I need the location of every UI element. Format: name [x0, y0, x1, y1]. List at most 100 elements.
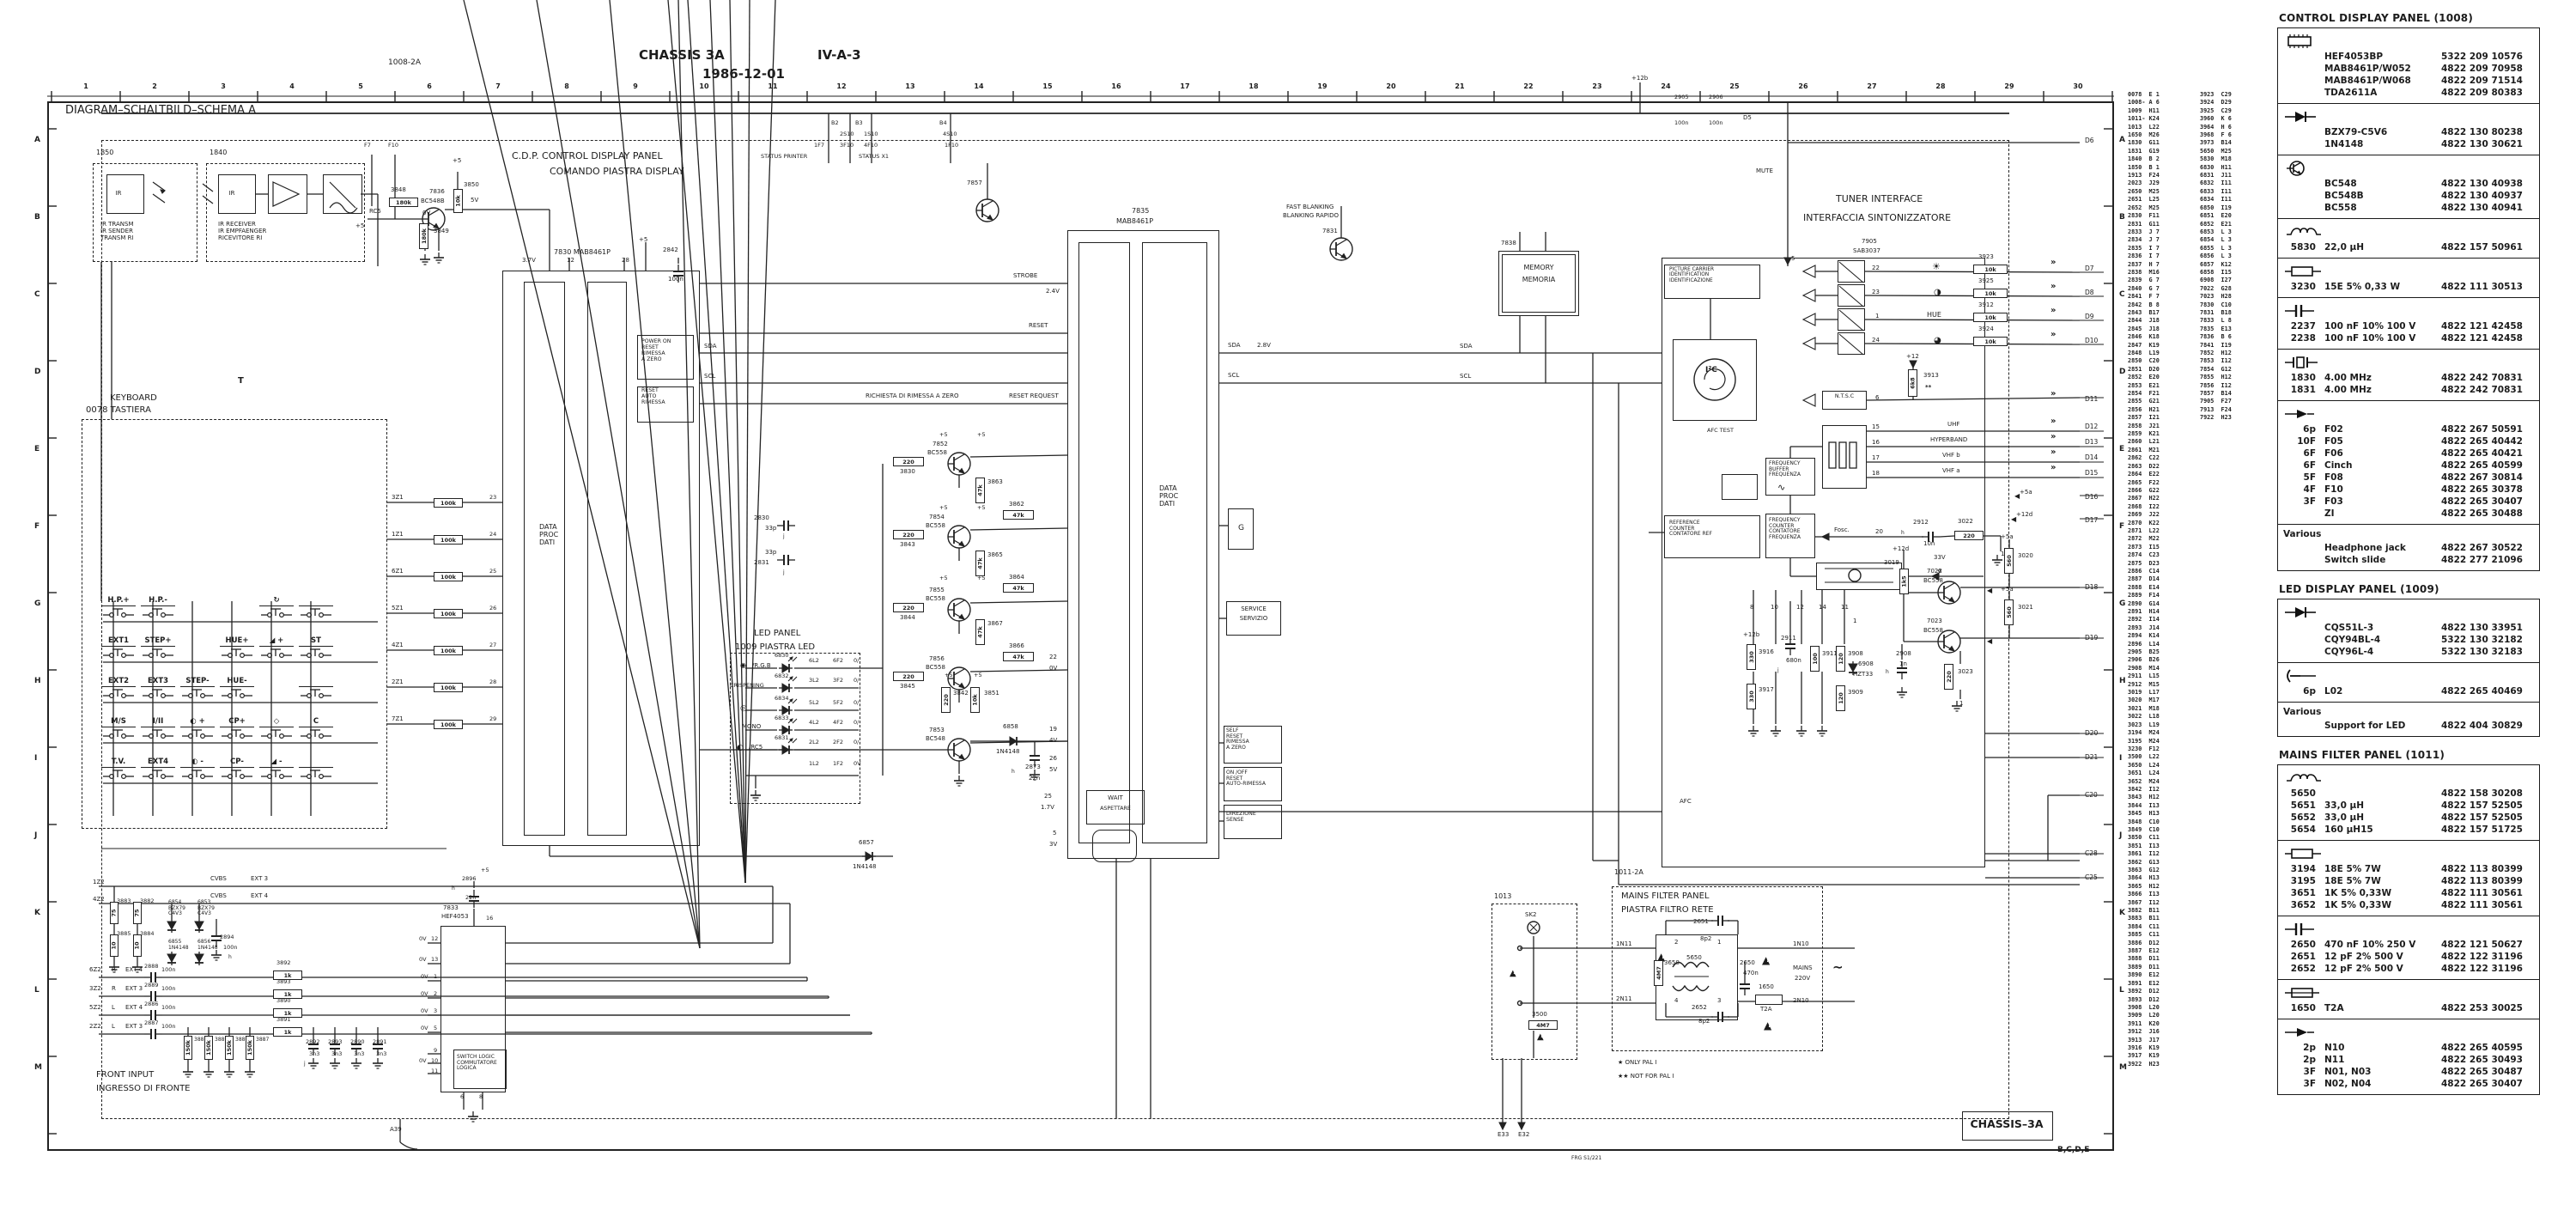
bus-pin-5Z1: 5Z1 — [392, 605, 404, 612]
key-label: ◐ + — [180, 717, 215, 727]
ruler-col-23: 23 — [1592, 82, 1602, 90]
schematic-label: 3L2 — [809, 677, 819, 684]
transistor-icon — [2283, 159, 2534, 178]
schematic-label: 1 — [1959, 700, 1964, 707]
schematic-label: 8p2 — [1698, 1018, 1710, 1025]
schematic-label: 3889 — [215, 1037, 228, 1043]
schematic-label: D6 — [2085, 137, 2094, 144]
rgb-icon: ◉ — [740, 661, 746, 669]
schematic-label: ★★ NOT FOR PAL I — [1618, 1073, 1674, 1080]
parts-value: 33,0 µH — [2324, 812, 2365, 823]
diode-icon — [2283, 107, 2534, 126]
schematic-label: 3 — [434, 1007, 438, 1014]
parts-qty — [2283, 720, 2324, 732]
parts-qty: 5652 — [2290, 812, 2316, 823]
schematic-label: ! — [1766, 957, 1770, 964]
schematic-label: 1009 PIASTRA LED — [735, 642, 816, 652]
component-value-box: 180k — [419, 223, 428, 249]
schematic-label: 0/ — [854, 699, 860, 706]
schematic-label: ▲ — [1764, 1019, 1772, 1031]
schematic-label: j — [1777, 667, 1779, 673]
parts-value: 1K 5% 0,33W — [2324, 888, 2392, 898]
schematic-label: 2842 — [663, 246, 678, 253]
schematic-label: 3 — [1717, 997, 1722, 1004]
parts-qty: 3F — [2303, 1079, 2316, 1089]
component-value-box: 10k — [1973, 337, 2008, 346]
parts-qty: 5650 — [2290, 788, 2316, 799]
schematic-label: 2831 — [754, 559, 769, 566]
chassis-label-box — [1962, 1111, 2053, 1141]
schematic-label: +5 — [481, 867, 489, 873]
parts-number: 4822 265 40595 — [2441, 1043, 2523, 1053]
parts-number: 5322 130 32183 — [2441, 647, 2523, 657]
schematic-label: +12 — [1906, 353, 1919, 360]
schematic-label: EXT 3 — [251, 875, 269, 882]
schematic-label: 2888 — [144, 963, 159, 970]
schematic-label: UHF — [1947, 421, 1960, 428]
schematic-label: 2 — [1674, 939, 1679, 946]
schematic-label: 6853 BZX79 C4V3 — [197, 899, 215, 917]
component-value: 75 — [134, 909, 142, 917]
row-letter-right-K: K — [2119, 909, 2125, 917]
schematic-label: ! — [1768, 1022, 1771, 1029]
parts-value: F10 — [2324, 484, 2343, 495]
schematic-label: 5 — [1791, 255, 1795, 262]
ruler-col-13: 13 — [905, 82, 915, 90]
schematic-label: VHF b — [1942, 452, 1960, 459]
schematic-label: BC558 — [926, 664, 945, 671]
schematic-label: 0V — [419, 1057, 427, 1064]
parts-value: 4.00 MHz — [2324, 373, 2372, 383]
schematic-label: » — [2050, 282, 2057, 291]
schematic-label: D15 — [2085, 469, 2099, 477]
schematic-label: ! — [1662, 953, 1665, 960]
component-value: 1k — [283, 971, 292, 979]
parts-number: 4822 130 30621 — [2441, 139, 2523, 149]
schematic-label: 3864 — [1009, 574, 1024, 581]
component-value-box: 220 — [1954, 531, 1984, 540]
component-value: 220 — [942, 694, 950, 706]
component-value-box: 100k — [434, 572, 463, 581]
schematic-label: G — [1238, 524, 1244, 532]
schematic-label: R — [112, 966, 116, 973]
component-value: 220 — [902, 531, 914, 538]
key-label: EXT4 — [141, 758, 175, 768]
component-value-box: 100k — [434, 683, 463, 692]
schematic-label: 6831 — [775, 734, 789, 741]
g-box — [1228, 508, 1254, 550]
ruler-col-20: 20 — [1386, 82, 1396, 90]
schematic-label: 7857 — [967, 179, 982, 186]
schematic-label: 4F10 — [864, 142, 878, 149]
parts-number: 4822 404 30829 — [2441, 721, 2523, 731]
schematic-label: 1F2 — [833, 760, 844, 767]
schematic-label: 6855 1N4148 — [168, 939, 189, 951]
sheet-code: IV-A-3 — [817, 47, 861, 63]
schematic-label: +5 — [974, 672, 982, 678]
schematic-label: ◀ — [1987, 637, 1993, 645]
component-value-box: 10k — [1973, 265, 2008, 274]
contrast-icon: ◑ — [1934, 288, 1941, 297]
schematic-label: C25 — [2085, 873, 2098, 881]
ic2-core-b — [1142, 242, 1207, 843]
schematic-label: 1S10 — [864, 131, 878, 137]
schematic-label: RESET AUTO RIMESSA — [641, 387, 665, 405]
parts-number: 5322 209 10576 — [2441, 52, 2523, 62]
schematic-label: 0078 TASTIERA — [86, 405, 151, 415]
schematic-label: 3F2 — [833, 677, 844, 684]
keyboard-key-r4c5 — [299, 758, 333, 785]
schematic-label: 100n — [1674, 119, 1689, 126]
schematic-label: B4 — [939, 119, 947, 126]
keyboard-key-EXT1: EXT1 — [101, 636, 136, 664]
schematic-label: FAST BLANKING — [1286, 204, 1334, 210]
schematic-label: 4V — [1049, 737, 1058, 744]
schematic-label: 1 — [2001, 551, 2005, 557]
chassis-box-label: CHASSIS–3A — [1970, 1117, 2044, 1130]
freq-buffer-box — [1765, 458, 1815, 496]
key-label: T.V. — [101, 758, 136, 768]
